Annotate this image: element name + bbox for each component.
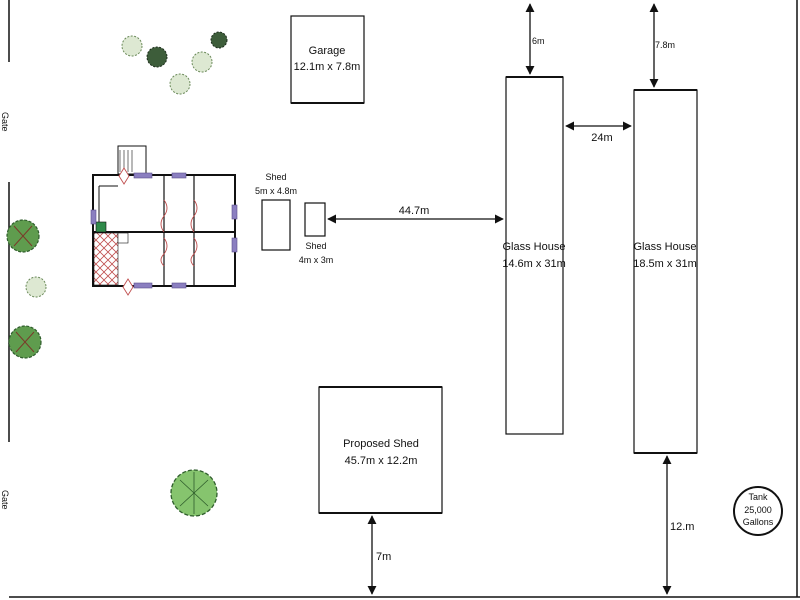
window-icon — [133, 282, 153, 289]
shed-large: Shed 5m x 4.8m — [255, 172, 297, 251]
gate-label-upper: Gate — [0, 112, 10, 132]
shed-small: Shed 4m x 3m — [299, 202, 334, 265]
dim-label-between-glasshouses: 24m — [591, 132, 612, 144]
tree-icon — [210, 31, 228, 49]
door-swing-icon — [160, 199, 168, 233]
tank-unit: Gallons — [743, 517, 774, 527]
tree-icon — [146, 46, 168, 68]
tank-capacity: 25,000 — [744, 505, 772, 515]
tank-label: Tank — [748, 492, 768, 502]
house-floor-plan — [90, 145, 238, 296]
door-icon — [122, 278, 134, 296]
window-icon — [231, 237, 238, 253]
gate-label-lower: Gate — [0, 490, 10, 510]
window-icon — [231, 204, 238, 220]
window-icon — [171, 282, 187, 289]
glass-house-2-size: 18.5m x 31m — [633, 258, 697, 270]
glass-house-1: Glass House 14.6m x 31m — [502, 76, 566, 435]
glass-house-2: Glass House 18.5m x 31m — [633, 89, 698, 454]
shed-small-name: Shed — [305, 241, 326, 251]
tree-branches-icon — [179, 472, 209, 514]
garage-name: Garage — [309, 45, 346, 57]
glass-house-1-name: Glass House — [503, 241, 566, 253]
shed-small-size: 4m x 3m — [299, 255, 334, 265]
tree-cluster-left — [6, 219, 47, 359]
dim-label-gh2-to-bottom: 12.m — [670, 521, 694, 533]
tree-icon — [169, 73, 191, 95]
glass-house-1-size: 14.6m x 31m — [502, 258, 566, 270]
dim-label-gh2-to-top: 7.8m — [655, 40, 675, 50]
door-icon — [118, 167, 130, 185]
door-swing-icon — [190, 237, 198, 267]
dim-label-shed-to-glasshouse: 44.7m — [399, 205, 430, 217]
kitchen-tile-area — [93, 232, 119, 286]
tree-icon — [121, 35, 143, 57]
window-icon — [171, 172, 187, 179]
shed-large-name: Shed — [265, 172, 286, 182]
garage-size: 12.1m x 7.8m — [294, 61, 361, 73]
door-swing-icon — [190, 199, 198, 233]
window-icon — [90, 209, 97, 225]
tree-bottom — [170, 469, 218, 517]
shed-large-size: 5m x 4.8m — [255, 186, 297, 196]
window-icon — [133, 172, 153, 179]
tree-trunk-icon — [13, 225, 33, 247]
dim-label-proposed-to-bottom: 7m — [376, 551, 391, 563]
proposed-shed-name: Proposed Shed — [343, 438, 419, 450]
tree-icon — [25, 276, 47, 298]
glass-house-2-name: Glass House — [634, 241, 697, 253]
water-tank: Tank 25,000 Gallons — [733, 486, 783, 536]
dimension-lines: 44.7m 24m 6m 7.8m 12.m 7m — [327, 3, 694, 595]
property-boundary — [8, 0, 800, 598]
tree-cluster-top — [121, 31, 228, 95]
tank-icon — [733, 486, 783, 536]
dim-label-gh1-to-top: 6m — [532, 36, 545, 46]
sink-icon — [95, 221, 107, 233]
garage: Garage 12.1m x 7.8m — [290, 15, 365, 104]
tree-icon — [191, 51, 213, 73]
door-swing-icon — [160, 237, 168, 267]
tree-trunk-icon — [15, 331, 35, 353]
proposed-shed-size: 45.7m x 12.2m — [345, 455, 418, 467]
proposed-shed: Proposed Shed 45.7m x 12.2m — [318, 386, 443, 514]
